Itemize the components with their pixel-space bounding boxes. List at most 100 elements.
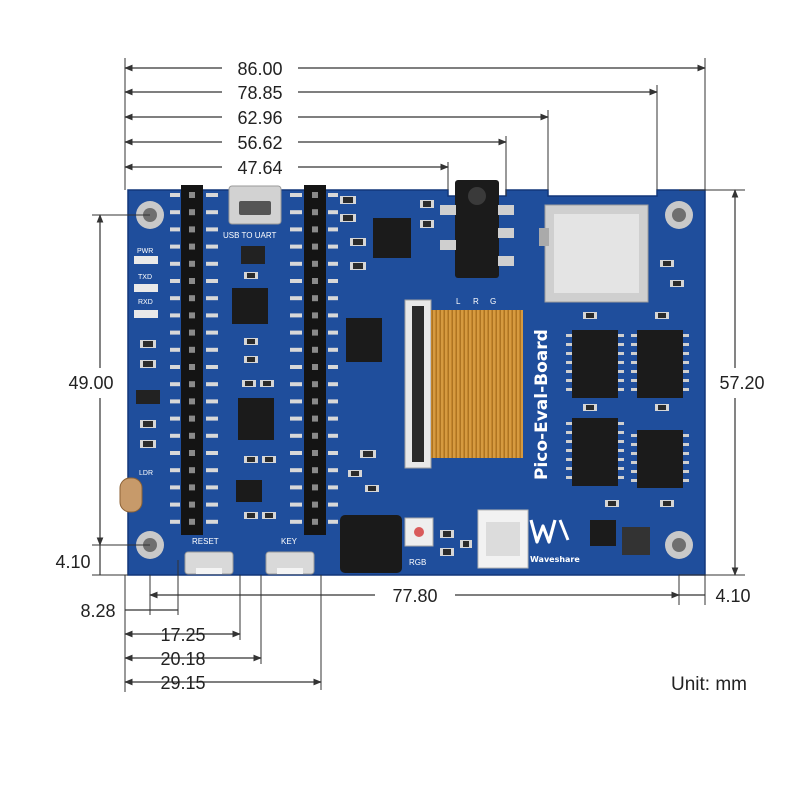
pin-pad: [290, 451, 302, 455]
header-pin: [312, 501, 318, 508]
header-pin: [312, 432, 318, 439]
pin-pad: [206, 451, 218, 455]
ic-pin: [566, 388, 572, 391]
header-pin: [312, 260, 318, 267]
pin-pad: [170, 210, 180, 215]
header-pin: [189, 278, 195, 284]
smd-part-body: [463, 541, 469, 547]
ic-pin: [566, 467, 572, 470]
pin-pad: [206, 279, 218, 283]
pin-pad: [290, 193, 302, 197]
reset-button[interactable]: [184, 551, 234, 575]
ic-pin: [618, 449, 624, 452]
pin-pad: [328, 519, 338, 524]
smd-part-body: [247, 339, 255, 344]
pin-pad: [170, 313, 180, 318]
smd-part-body: [265, 457, 273, 462]
pin-pad: [170, 279, 180, 283]
pin-pad: [206, 210, 218, 215]
pin-pad: [170, 519, 180, 524]
mounting-hole-top-right: [665, 201, 693, 229]
ic-pin: [566, 352, 572, 355]
reset-label: RESET: [192, 537, 219, 546]
pin-pad: [170, 227, 180, 232]
dim-8-28: 8.28: [80, 601, 115, 621]
smd-part-body: [353, 239, 363, 245]
ic-pin: [631, 470, 637, 473]
ic-pin: [618, 361, 624, 364]
smd-part-body: [247, 273, 255, 278]
ic-usb-uart: [232, 288, 268, 324]
ic-pin: [566, 334, 572, 337]
pwr-label: PWR: [137, 248, 153, 255]
dim-overall-width: 86.00: [237, 59, 282, 79]
pin-pad: [328, 227, 338, 232]
ic-pin: [631, 334, 637, 337]
dim-width-62: 62.96: [237, 108, 282, 128]
waveshare-brand: Waveshare: [530, 555, 580, 564]
pin-pad: [328, 330, 338, 335]
header-pin: [189, 192, 195, 198]
pin-pad: [206, 347, 218, 352]
buzzer: [340, 515, 402, 573]
pin-pad: [290, 227, 302, 232]
ic-pin: [566, 361, 572, 364]
smd-part-body: [423, 201, 431, 207]
pin-pad: [328, 261, 338, 266]
pin-pad: [206, 296, 218, 301]
inductor: [622, 527, 650, 555]
txd-label: TXD: [138, 274, 152, 281]
header-pin: [189, 450, 195, 456]
smd-part-body: [368, 486, 376, 491]
header-pin: [312, 346, 318, 353]
pin-header-right: [304, 185, 326, 535]
smd-part-body: [265, 513, 273, 518]
pin-pad: [290, 210, 302, 215]
ic-pin: [683, 352, 689, 355]
pin-pad: [328, 193, 338, 197]
header-pin: [312, 484, 318, 491]
header-pin: [312, 415, 318, 422]
ic-pin: [631, 370, 637, 373]
pin-pad: [290, 468, 302, 473]
ic-pin: [683, 434, 689, 437]
ic-pin: [631, 434, 637, 437]
key-button[interactable]: [265, 551, 315, 575]
dimension-labels: 86.00 78.85 62.96 56.62 47.64 49.00 4.10…: [55, 59, 764, 695]
ic-pin: [631, 352, 637, 355]
ic-pin: [631, 388, 637, 391]
smd-part-body: [343, 215, 353, 221]
smd-part-body: [663, 261, 671, 266]
ic-lower: [236, 480, 262, 502]
smd-part-body: [247, 357, 255, 362]
dim-overall-height: 57.20: [719, 373, 764, 393]
dim-29-15: 29.15: [160, 673, 205, 693]
pin-pads-right: [290, 193, 338, 524]
ic-right-4: [637, 430, 683, 488]
dim-17-25: 17.25: [160, 625, 205, 645]
ic-pin: [631, 452, 637, 455]
audio-l-label: L: [456, 297, 461, 306]
ic-pin: [618, 458, 624, 461]
ic-pin: [683, 334, 689, 337]
pin-pad: [290, 313, 302, 318]
header-pin: [312, 381, 318, 388]
ic-pin: [631, 461, 637, 464]
header-pin: [189, 518, 195, 525]
ic-right-2: [637, 330, 683, 398]
pin-pad: [290, 416, 302, 421]
pin-pad: [290, 519, 302, 524]
smd-part-body: [143, 441, 153, 447]
smd-part-body: [143, 421, 153, 427]
header-pin: [312, 278, 318, 284]
pin-pad: [206, 382, 218, 387]
header-pin: [189, 484, 195, 491]
mounting-hole-bottom-right: [665, 531, 693, 559]
usb-to-uart-label: USB TO UART: [223, 231, 276, 240]
pin-pad: [328, 451, 338, 455]
ic-right-pins: [566, 334, 689, 482]
pin-pad: [290, 502, 302, 507]
pin-pad: [328, 485, 338, 490]
smd-part-body: [351, 471, 359, 476]
header-pin: [312, 364, 318, 370]
